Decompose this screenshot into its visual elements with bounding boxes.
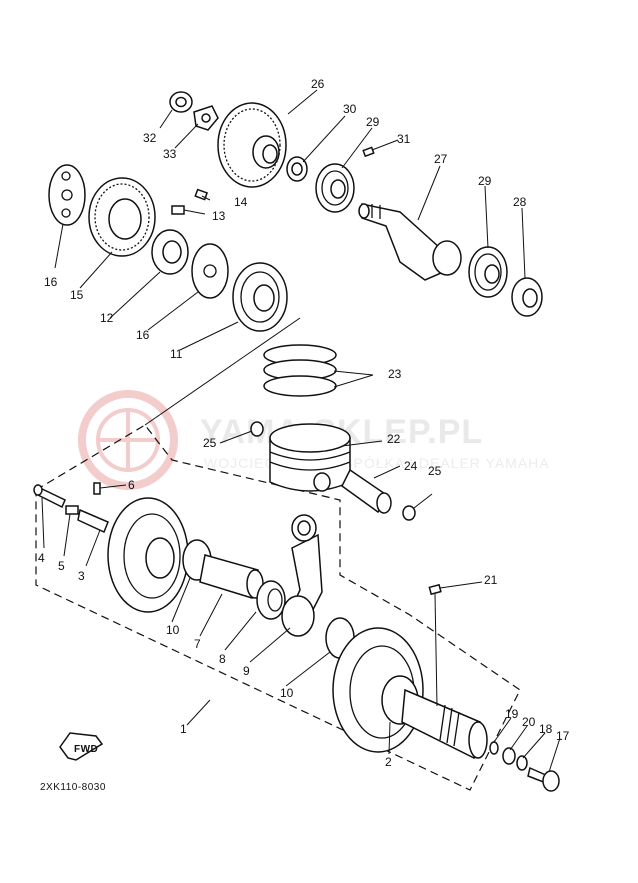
- label-2: 2: [385, 755, 392, 769]
- label-6: 6: [128, 478, 135, 492]
- label-18: 18: [539, 722, 553, 736]
- label-29-lower: 29: [478, 174, 492, 188]
- label-22: 22: [387, 432, 401, 446]
- part-number-labels: 26 30 29 31 27 29 28 32 33 14 13 16 15 1…: [38, 77, 570, 769]
- bearing-29-lower: [468, 246, 508, 298]
- crank-half-2: [332, 627, 488, 760]
- assembly-outline: [35, 424, 521, 791]
- diagram-code: 2XK110-8030: [40, 782, 106, 793]
- label-7: 7: [194, 637, 201, 651]
- needle-bearing-8: [256, 580, 286, 620]
- label-19: 19: [505, 707, 519, 721]
- label-23: 23: [388, 367, 402, 381]
- connecting-rod-9: [281, 514, 323, 637]
- label-14: 14: [234, 195, 248, 209]
- label-30: 30: [343, 102, 357, 116]
- piston-rings-23: [263, 344, 337, 397]
- o-ring-19: [489, 741, 499, 755]
- spring-13: [171, 205, 185, 215]
- label-25-right: 25: [428, 464, 442, 478]
- label-13: 13: [212, 209, 226, 223]
- label-15: 15: [70, 288, 84, 302]
- primary-drive-gear-26: [217, 102, 287, 188]
- label-1: 1: [180, 722, 187, 736]
- label-29-upper: 29: [366, 115, 380, 129]
- key-21: [428, 583, 442, 596]
- watermark-subtext: WOJCIECHOWSKI SPÓŁKA | DEALER YAMAHA: [204, 455, 550, 471]
- label-32: 32: [143, 131, 157, 145]
- label-12: 12: [100, 311, 114, 325]
- label-10-right: 10: [280, 686, 294, 700]
- crank-pin-7: [199, 554, 264, 599]
- label-10-left: 10: [166, 623, 180, 637]
- nut-32: [169, 91, 193, 113]
- plate-16-left: [48, 164, 86, 226]
- label-16-left: 16: [44, 275, 58, 289]
- label-20: 20: [522, 715, 536, 729]
- label-31: 31: [397, 132, 411, 146]
- hub-12: [151, 229, 189, 275]
- gear-15: [88, 177, 156, 257]
- label-27: 27: [434, 152, 448, 166]
- label-9: 9: [243, 664, 250, 678]
- label-16-center: 16: [136, 328, 150, 342]
- bolt-17: [527, 766, 560, 792]
- label-24: 24: [404, 459, 418, 473]
- clip-25-left: [250, 421, 264, 437]
- pin-6: [93, 482, 101, 495]
- forward-arrow-icon: FWD: [59, 732, 104, 761]
- label-26: 26: [311, 77, 325, 91]
- label-21: 21: [484, 573, 498, 587]
- crank-half-3: [77, 497, 189, 613]
- watermark-logo-icon: [78, 390, 178, 490]
- lock-washer-33: [193, 105, 219, 131]
- washer-18: [516, 755, 528, 771]
- bearing-29-upper: [315, 163, 355, 213]
- label-5: 5: [58, 559, 65, 573]
- piston-pin-24: [341, 468, 392, 514]
- fwd-label: FWD: [74, 744, 98, 755]
- label-28: 28: [513, 195, 527, 209]
- spring-5: [65, 505, 79, 515]
- bearing-11: [232, 262, 288, 332]
- label-8: 8: [219, 652, 226, 666]
- label-11: 11: [170, 347, 183, 361]
- plate-16-center: [191, 243, 229, 299]
- clip-25-right: [402, 505, 416, 521]
- balancer-shaft-27: [358, 203, 462, 281]
- label-4: 4: [38, 551, 45, 565]
- label-3: 3: [78, 569, 85, 583]
- washer-20: [502, 747, 516, 765]
- leader-lines: [41, 89, 561, 773]
- label-33: 33: [163, 147, 177, 161]
- label-17: 17: [556, 729, 570, 743]
- piston-22: [269, 423, 351, 492]
- label-25-left: 25: [203, 436, 217, 450]
- key-31: [362, 146, 375, 158]
